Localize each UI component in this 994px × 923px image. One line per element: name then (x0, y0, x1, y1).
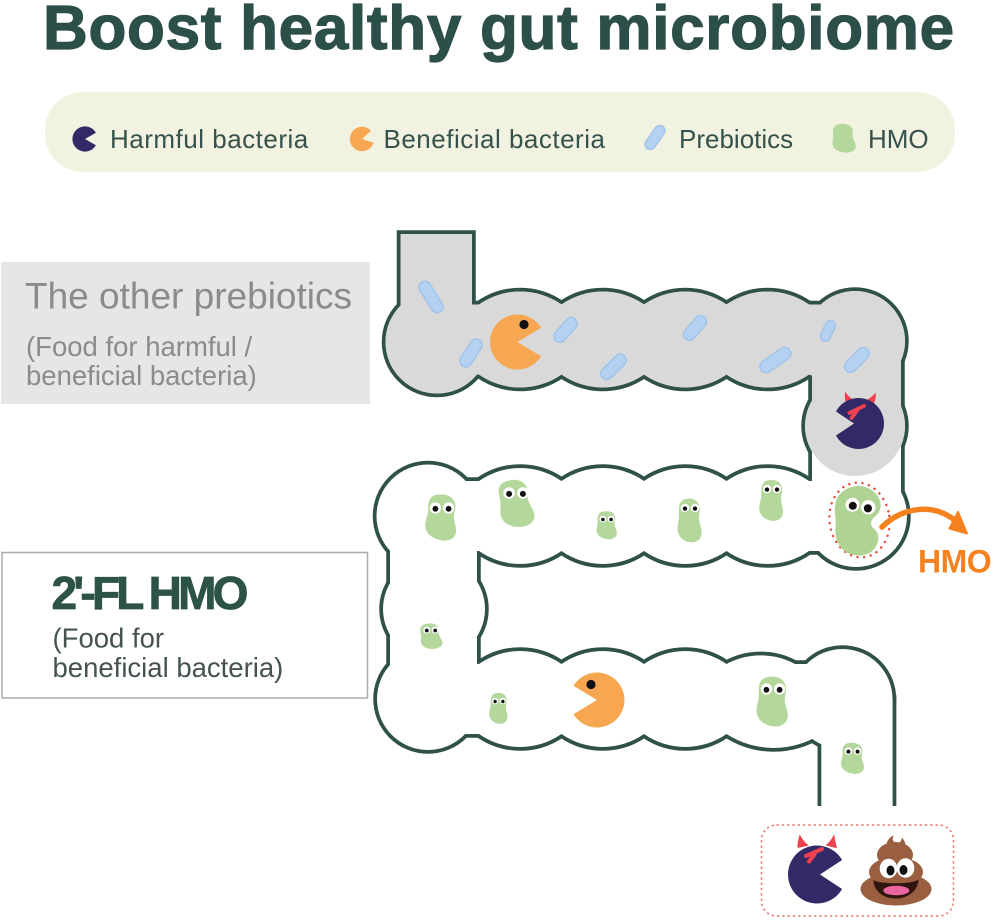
svg-text:beneficial bacteria): beneficial bacteria) (26, 360, 257, 391)
svg-text:The other prebiotics: The other prebiotics (25, 276, 352, 317)
svg-text:(Food for harmful /: (Food for harmful / (26, 331, 253, 362)
svg-text:HMO: HMO (868, 124, 929, 154)
svg-text:Beneficial bacteria: Beneficial bacteria (384, 124, 606, 154)
svg-text:Boost healthy gut microbiome: Boost healthy gut microbiome (43, 0, 955, 63)
svg-text:HMO: HMO (918, 544, 991, 580)
svg-text:(Food for: (Food for (53, 623, 165, 654)
svg-text:2'-FL HMO: 2'-FL HMO (52, 567, 247, 619)
svg-text:Harmful bacteria: Harmful bacteria (110, 124, 309, 154)
svg-text:beneficial bacteria): beneficial bacteria) (53, 652, 284, 683)
svg-text:Prebiotics: Prebiotics (679, 124, 793, 154)
